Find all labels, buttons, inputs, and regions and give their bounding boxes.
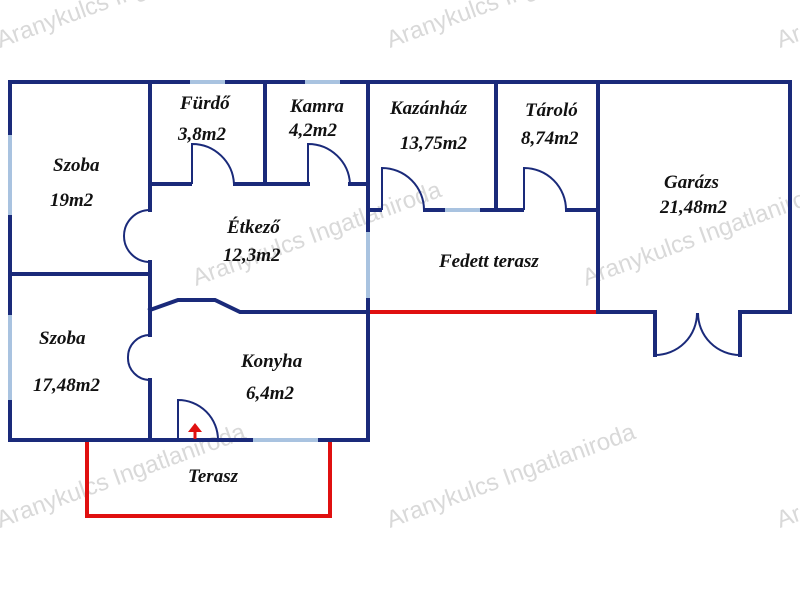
watermark-text: Aranykulcs Ingatlaniroda [383,418,640,533]
terasz-open-edge [85,441,332,518]
room-area-etkezo: 12,3m2 [223,245,281,266]
doors [122,142,741,441]
door-szoba-2 [126,334,151,382]
door-kamra [307,142,351,185]
entrance-arrow-icon [188,423,202,439]
watermark-text: Aranykulcs Ingatlaniroda [773,418,800,533]
open-edges [85,310,598,518]
watermark-text: Aranykulcs Ingatlaniroda [773,0,800,54]
room-area-kazanhaz: 13,75m2 [400,133,468,154]
room-area-furdo: 3,8m2 [177,124,227,145]
door-garage-right [697,312,741,356]
door-kazanhaz [381,166,425,211]
room-area-tarolo: 8,74m2 [521,128,579,149]
watermark-text: Aranykulcs Ingatlaniroda [579,176,800,291]
door-entrance [177,398,219,441]
room-area-szoba-2: 17,48m2 [33,375,101,396]
watermark-text: Aranykulcs Ingatlaniroda [383,0,640,54]
room-area-konyha: 6,4m2 [246,383,295,404]
room-name-terasz: Terasz [188,466,239,487]
door-tarolo [523,166,567,211]
door-furdo [191,142,235,185]
room-name-kamra: Kamra [289,96,344,117]
room-area-szoba-1: 19m2 [50,190,94,211]
room-name-furdo: Fürdő [179,93,231,114]
room-area-kamra: 4,2m2 [288,120,338,141]
room-name-szoba-1: Szoba [53,155,100,176]
room-name-garazs: Garázs [664,172,719,193]
windows [8,80,480,442]
room-area-garazs: 21,48m2 [659,197,728,218]
room-labels: Szoba 19m2 Szoba 17,48m2 Fürdő 3,8m2 Kam… [33,93,728,487]
room-name-fedett-terasz: Fedett terasz [438,251,539,272]
door-garage-left [654,312,698,356]
room-name-etkezo: Étkező [226,216,281,238]
door-szoba-1 [122,209,151,263]
room-name-szoba-2: Szoba [39,328,86,349]
room-name-konyha: Konyha [240,351,303,372]
watermark-text: Aranykulcs Ingatlaniroda [0,0,250,54]
room-name-kazanhaz: Kazánház [389,98,468,119]
room-name-tarolo: Tároló [525,100,578,121]
